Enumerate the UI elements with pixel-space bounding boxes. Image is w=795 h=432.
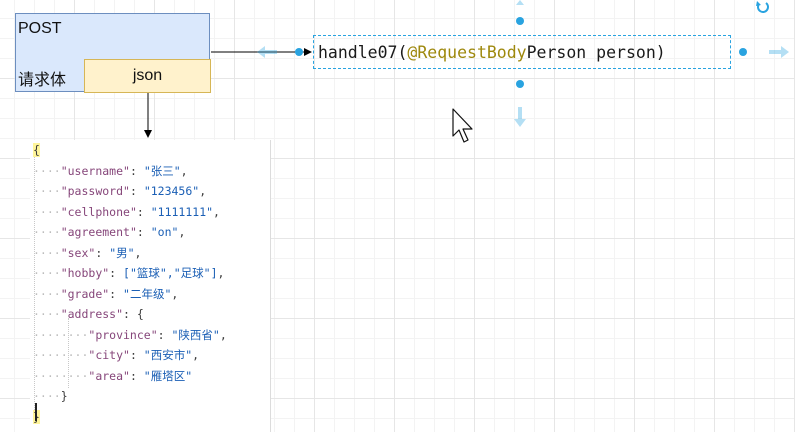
json-bracket: {: [33, 143, 40, 157]
indent-whitespace: ········: [33, 348, 89, 362]
json-line: ········"area": "雁塔区": [33, 368, 193, 383]
json-value: "西安市": [143, 348, 193, 362]
connection-point-left[interactable]: [295, 48, 303, 56]
connection-point-top[interactable]: [516, 17, 524, 25]
indent-whitespace: ····: [33, 225, 61, 239]
json-value: "on": [150, 225, 179, 239]
json-line: ····"sex": "男",: [33, 245, 142, 260]
indent-whitespace: ····: [33, 163, 61, 178]
json-bracket: {: [136, 307, 144, 321]
json-punctuation: ,: [180, 163, 188, 178]
json-key: "hobby": [60, 266, 110, 280]
json-key: "cellphone": [60, 204, 137, 219]
json-value: "123456": [143, 184, 200, 198]
json-value: "陕西省": [171, 327, 220, 342]
indent-whitespace: ········: [33, 327, 89, 342]
request-body-label: 请求体: [18, 70, 67, 89]
indent-whitespace: ····: [33, 184, 61, 198]
body-type-label: json: [132, 67, 163, 84]
json-value: "雁塔区": [143, 368, 193, 383]
hover-arrow-left-icon[interactable]: [257, 46, 277, 58]
json-key: "province": [88, 327, 158, 342]
json-line: ····"grade": "二年级",: [33, 286, 179, 301]
request-body-annotation: @RequestBody: [407, 42, 527, 62]
http-method-label: POST: [18, 20, 62, 37]
json-value: "1111111": [150, 204, 214, 219]
hover-arrow-up-icon[interactable]: [516, 0, 524, 5]
json-punctuation: ,: [134, 245, 142, 260]
indent-whitespace: ····: [33, 266, 61, 280]
body-type-box[interactable]: json: [84, 59, 211, 93]
indent-whitespace: ····: [33, 286, 61, 301]
json-line: {: [33, 140, 227, 161]
json-punctuation: ,: [217, 266, 225, 280]
handler-method-name: handle07(: [318, 42, 408, 62]
json-punctuation: ,: [219, 327, 227, 342]
json-punctuation: ,: [199, 184, 207, 198]
json-value: "二年级": [123, 286, 172, 301]
hover-arrow-right-icon[interactable]: [769, 46, 789, 58]
connection-point-bottom[interactable]: [516, 80, 524, 88]
json-bracket: }: [60, 389, 68, 403]
json-line: ····"password": "123456",: [33, 184, 207, 198]
indent-whitespace: ········: [33, 368, 89, 383]
json-key: "sex": [60, 245, 96, 260]
json-line: ····"username": "张三",: [33, 163, 188, 178]
indent-whitespace: ····: [33, 389, 61, 403]
json-key: "username": [60, 163, 130, 178]
json-value: ["篮球","足球"]: [123, 266, 218, 280]
handler-method-params: Person person): [526, 42, 666, 62]
json-line: ····"address": {: [33, 307, 144, 321]
json-key: "address": [60, 307, 124, 321]
mouse-pointer-icon: [452, 108, 473, 143]
indent-guide: [68, 318, 69, 388]
json-key: "area": [88, 368, 130, 383]
json-code-panel: [30, 140, 271, 432]
json-value: "男": [109, 245, 135, 260]
json-line: ····"agreement": "on",: [33, 225, 186, 239]
json-key: "password": [60, 184, 130, 198]
json-line: ········"province": "陕西省",: [33, 327, 227, 342]
json-line: ····"cellphone": "1111111",: [33, 204, 220, 219]
json-punctuation: ,: [178, 225, 186, 239]
rotate-handle-icon[interactable]: [756, 1, 769, 13]
json-punctuation: ,: [192, 348, 200, 362]
connection-point-right[interactable]: [739, 48, 747, 56]
json-value: "张三": [143, 163, 181, 178]
hover-arrow-down-icon[interactable]: [514, 107, 526, 127]
json-key: "city": [88, 348, 130, 362]
indent-guide: [34, 154, 35, 410]
indent-whitespace: ····: [33, 204, 61, 219]
json-code-block: { ····"username": "张三", ····"password": "1…: [33, 140, 227, 427]
handler-method-box[interactable]: handle07(@RequestBody Person person): [313, 35, 731, 69]
json-punctuation: ,: [213, 204, 220, 219]
text-cursor: [35, 403, 37, 421]
json-punctuation: ,: [171, 286, 179, 301]
json-line: ····}: [33, 386, 227, 407]
json-key: "grade": [60, 286, 110, 301]
indent-whitespace: ····: [33, 245, 61, 260]
indent-whitespace: ····: [33, 307, 61, 321]
json-line: ····"hobby": ["篮球","足球"],: [33, 266, 225, 280]
json-line: ········"city": "西安市",: [33, 348, 200, 362]
json-key: "agreement": [60, 225, 137, 239]
